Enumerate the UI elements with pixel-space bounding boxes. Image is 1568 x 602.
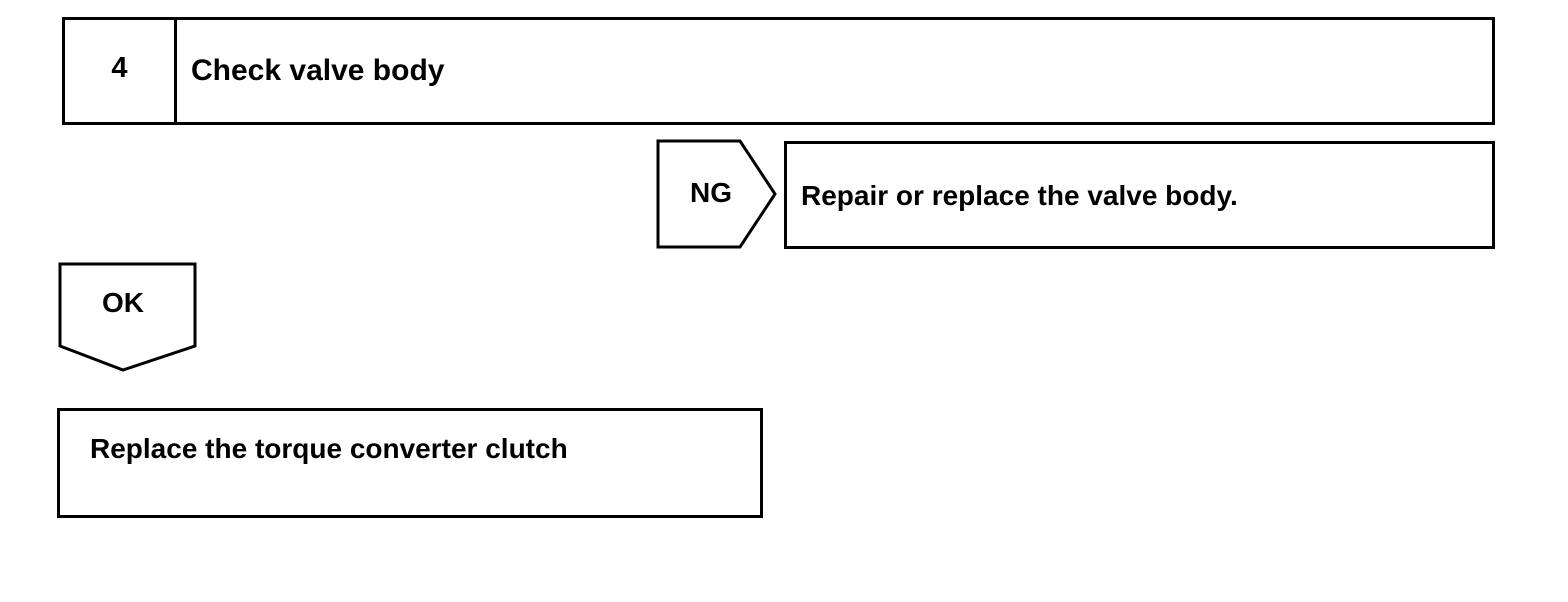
ng-label: NG bbox=[690, 177, 732, 208]
ng-result-box: Repair or replace the valve body. bbox=[784, 141, 1495, 249]
ok-result-box: Replace the torque converter clutch bbox=[57, 408, 763, 518]
ok-label: OK bbox=[102, 287, 144, 318]
ok-arrow-tag bbox=[58, 262, 197, 372]
ng-action-text: Repair or replace the valve body. bbox=[801, 180, 1238, 211]
step-number: 4 bbox=[65, 20, 177, 122]
step-title: Check valve body bbox=[191, 54, 445, 87]
ng-arrow-tag bbox=[656, 139, 777, 249]
ok-action-text: Replace the torque converter clutch bbox=[90, 433, 568, 464]
step-box: 4 Check valve body bbox=[62, 17, 1495, 125]
